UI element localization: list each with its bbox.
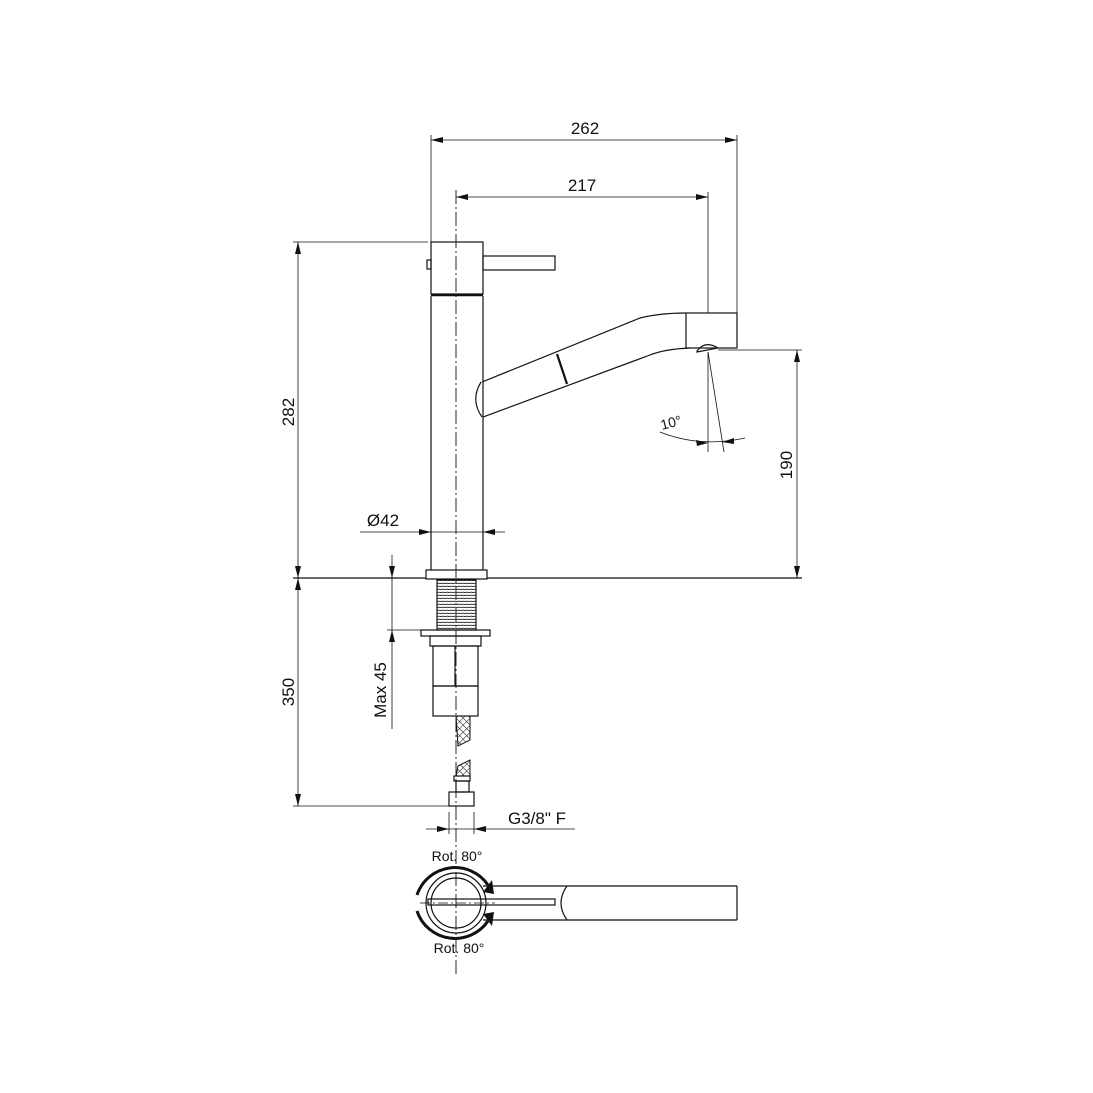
- dim-label-diameter: Ø42: [367, 511, 399, 530]
- faucet-head: [430, 241, 484, 295]
- spout-break-top: [560, 885, 568, 921]
- dimension-angle: 10°: [659, 351, 746, 453]
- spout-joint: [475, 381, 483, 418]
- dimension-diameter: Ø42: [360, 511, 505, 535]
- lever-top: [427, 898, 556, 906]
- dim-label-angle: 10°: [659, 412, 684, 433]
- spout-break: [555, 353, 569, 385]
- dimension-350: 350: [279, 578, 449, 807]
- dim-label-190: 190: [777, 451, 796, 479]
- rotation-arrow-bottom: [415, 910, 490, 940]
- washer: [420, 629, 491, 637]
- dimension-217: 217: [456, 176, 709, 452]
- base-flange: [425, 569, 488, 580]
- head-nub: [426, 259, 432, 270]
- rotation-arrow-top: [415, 866, 490, 896]
- dim-label-connection: G3/8" F: [508, 809, 566, 828]
- spout-bottom: [482, 347, 691, 418]
- flex-hose: [455, 715, 471, 747]
- rotation-label-bottom: Rot. 80°: [434, 940, 485, 956]
- dim-label-350: 350: [279, 678, 298, 706]
- dimension-282: 282: [279, 241, 428, 578]
- faucet-side-view: [420, 241, 738, 807]
- hose-connector: [448, 791, 475, 807]
- lever-handle: [482, 255, 556, 271]
- dimension-262: 262: [430, 119, 738, 313]
- dimension-connection: G3/8" F: [426, 809, 575, 834]
- dim-label-217: 217: [568, 176, 596, 195]
- aerator: [696, 344, 720, 353]
- dimension-max45: Max 45: [371, 555, 421, 729]
- dim-label-max45: Max 45: [371, 662, 390, 718]
- dim-label-262: 262: [571, 119, 599, 138]
- faucet-top-view: Rot. 80° Rot. 80°: [415, 848, 738, 956]
- spout-top: [481, 312, 687, 383]
- rotation-label-top: Rot. 80°: [432, 848, 483, 864]
- dimension-190: 190: [718, 349, 802, 578]
- threaded-shank: [436, 579, 477, 631]
- spout-end: [685, 312, 738, 349]
- dim-label-282: 282: [279, 398, 298, 426]
